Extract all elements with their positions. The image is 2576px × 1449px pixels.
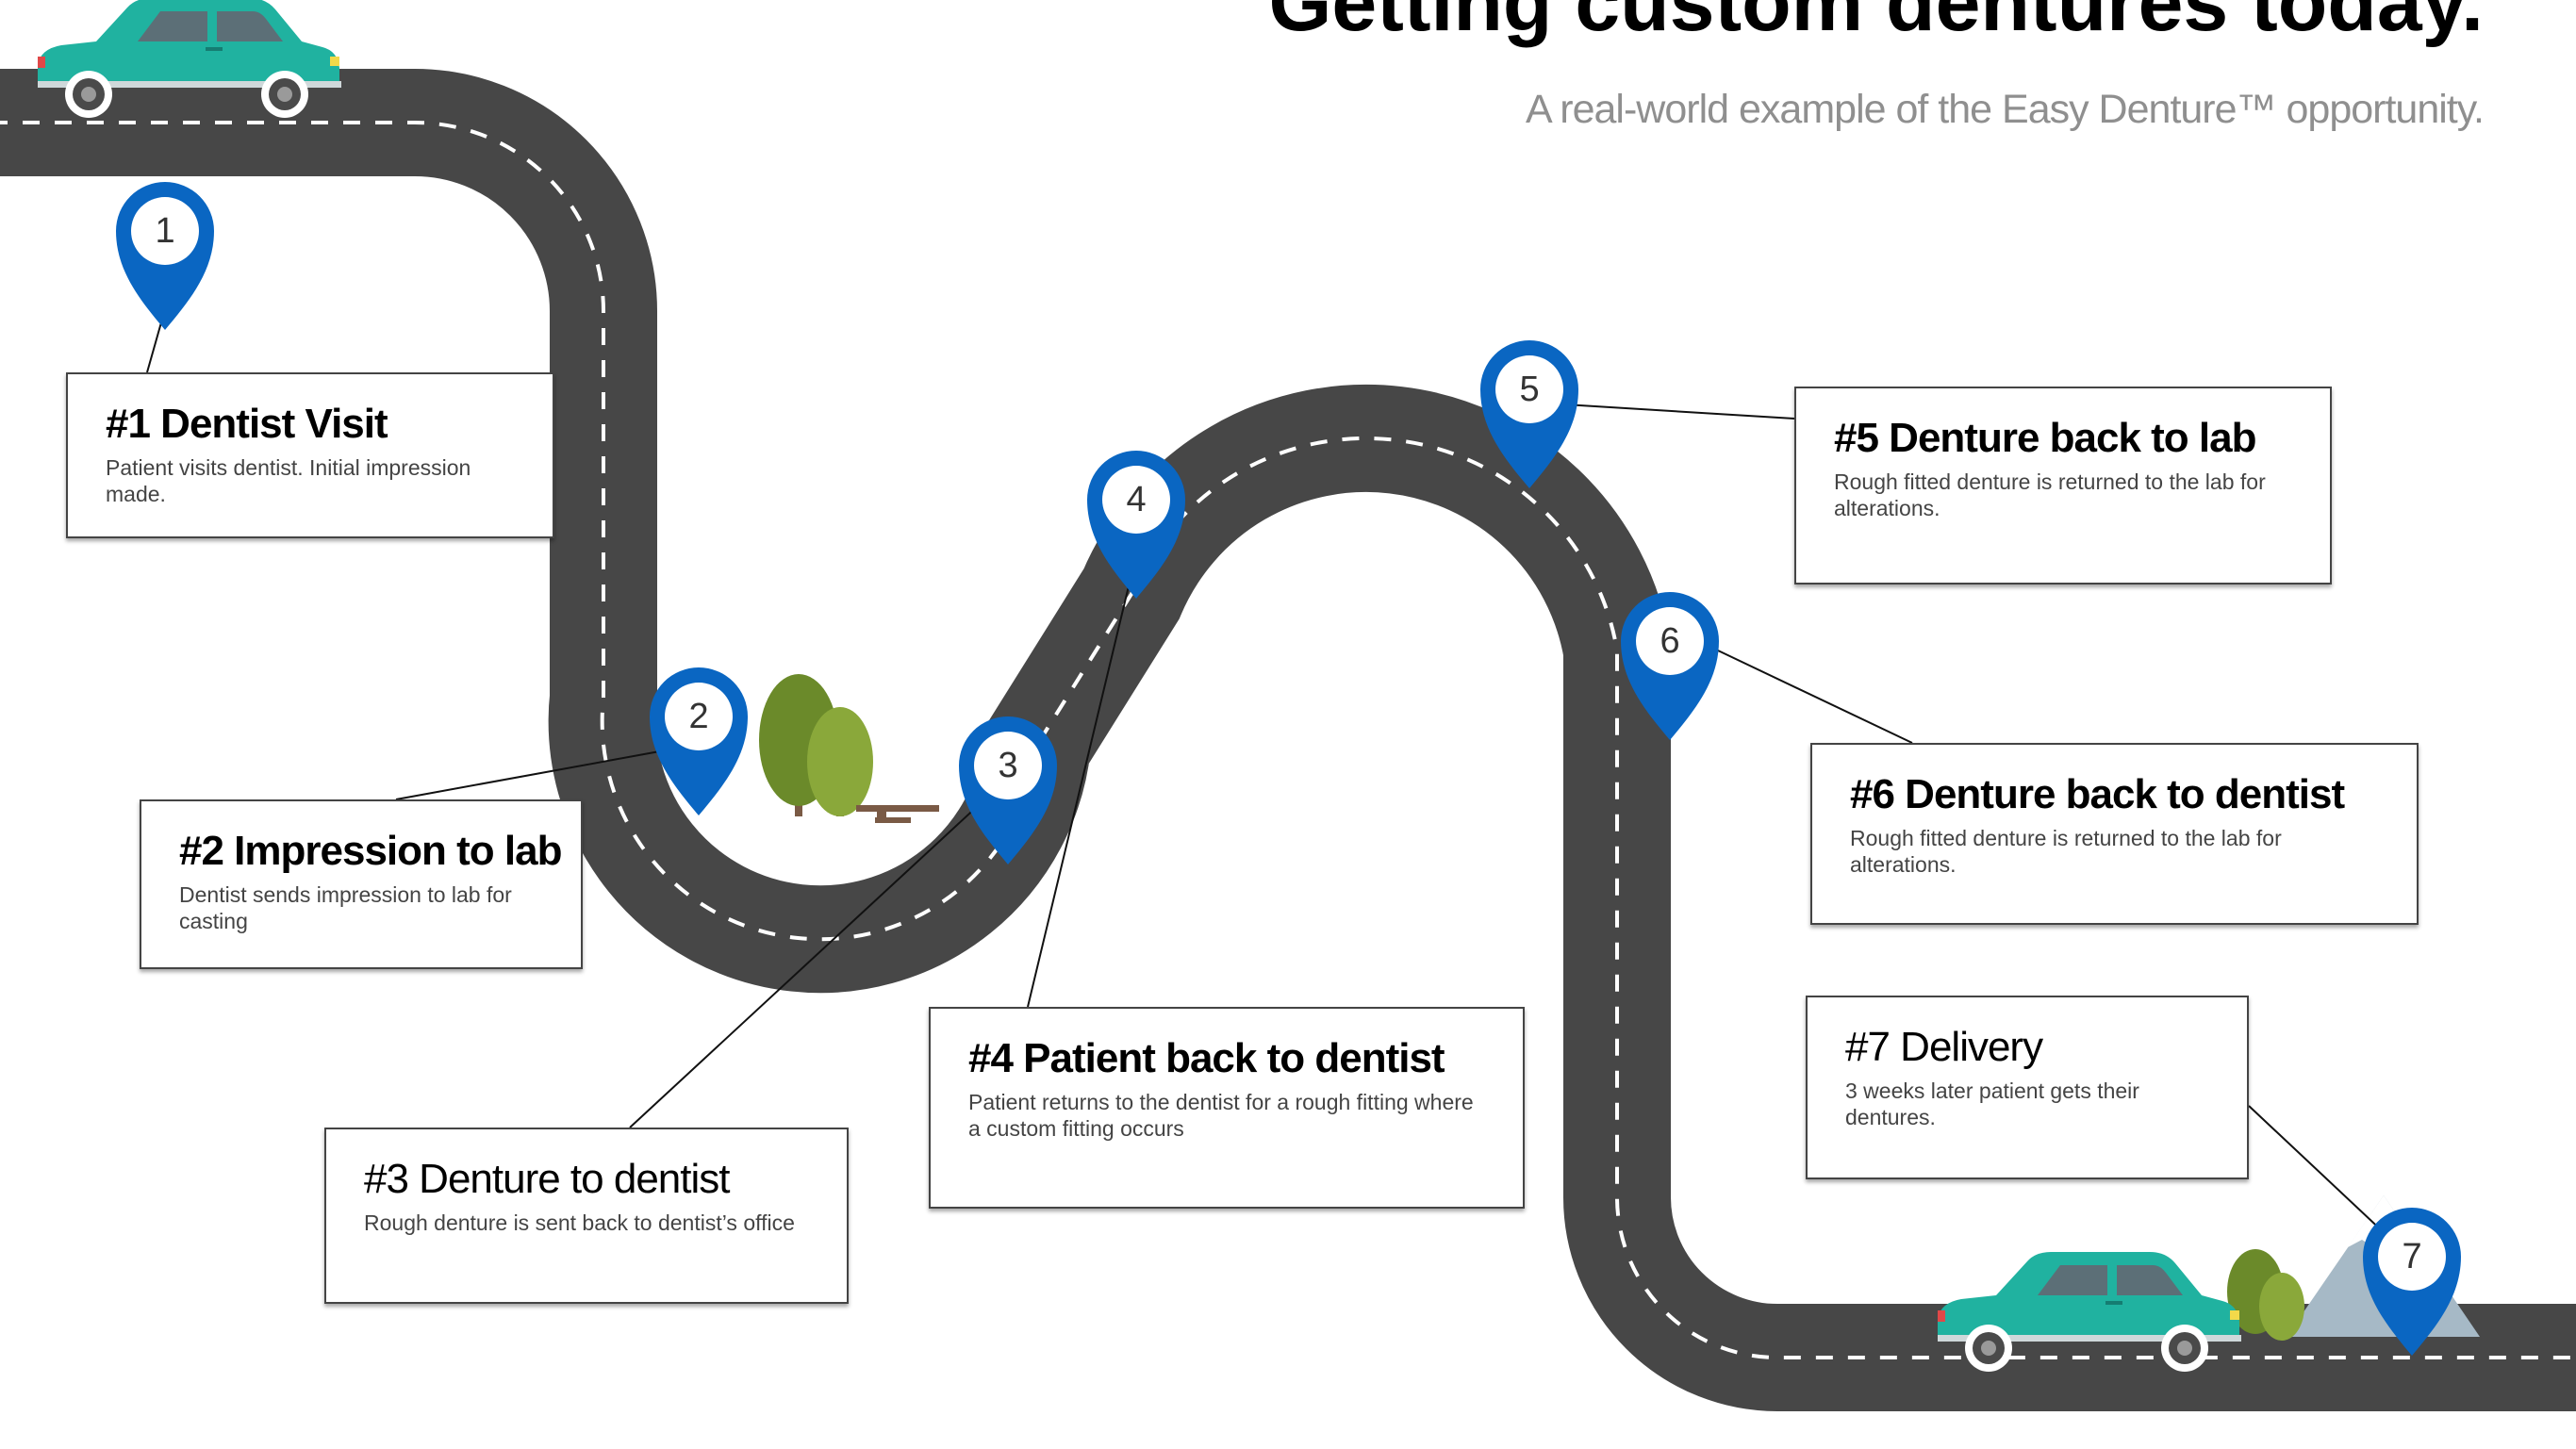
step-title-4: #4 Patient back to dentist [968,1035,1445,1081]
bench-icon [856,805,939,823]
step-card-5: #5 Denture back to lab Rough fitted dent… [1794,387,2332,585]
callout-lines [146,265,2388,1237]
step-description-4: Patient returns to the dentist for a rou… [968,1089,1474,1142]
leader-line-6 [1717,650,1913,744]
pin-number-7: 7 [2402,1237,2421,1276]
page-subtitle: A real-world example of the Easy Denture… [1526,87,2485,132]
step-description-3: Rough denture is sent back to dentist’s … [364,1210,795,1235]
leader-line-3 [629,802,982,1128]
leader-line-7 [2248,1105,2388,1237]
step-card-6: #6 Denture back to dentist Rough fitted … [1810,743,2419,925]
step-card-7: #7 Delivery 3 weeks later patient gets t… [1806,996,2249,1179]
step-title-5: #5 Denture back to lab [1834,415,2256,461]
step-title-1: #1 Dentist Visit [106,401,388,447]
step-title-3: #3 Denture to dentist [364,1156,730,1202]
step-description-6: Rough fitted denture is returned to the … [1850,825,2282,878]
leader-line-4 [1027,546,1139,1008]
location-pin-icon-5: 5 [1480,340,1578,488]
location-pin-icon-3: 3 [959,716,1057,864]
step-card-2: #2 Impression to lab Dentist sends impre… [140,799,583,969]
pin-number-4: 4 [1126,480,1146,519]
location-pin-icon-7: 7 [2363,1208,2461,1356]
leader-line-2 [395,749,666,800]
location-pin-icon-2: 2 [650,667,748,815]
tree-cluster-small [2227,1249,2304,1341]
step-card-4: #4 Patient back to dentist Patient retur… [929,1007,1525,1209]
step-description-5: Rough fitted denture is returned to the … [1834,469,2266,521]
step-description-2: Dentist sends impression to lab for cast… [179,881,512,934]
step-card-3: #3 Denture to dentist Rough denture is s… [324,1128,849,1304]
pin-number-3: 3 [998,746,1017,785]
pin-number-6: 6 [1660,621,1679,661]
location-pin-icon-6: 6 [1621,592,1719,740]
location-pin-icon-4: 4 [1087,451,1185,599]
page-title: Getting custom dentures today. [1268,0,2484,48]
step-card-1: #1 Dentist Visit Patient visits dentist.… [66,372,554,538]
pins: 1 2 3 4 5 6 7 [116,182,2461,1356]
step-description-7: 3 weeks later patient gets their denture… [1845,1078,2139,1130]
step-description-1: Patient visits dentist. Initial impressi… [106,454,471,507]
step-title-2: #2 Impression to lab [179,828,562,874]
tree-cluster [759,674,873,816]
location-pin-icon-1: 1 [116,182,214,330]
pin-number-1: 1 [155,211,174,251]
pin-number-5: 5 [1519,370,1539,409]
leader-line-5 [1547,403,1795,420]
pin-number-2: 2 [688,697,708,736]
step-title-7: #7 Delivery [1845,1024,2043,1070]
step-title-6: #6 Denture back to dentist [1850,771,2345,817]
